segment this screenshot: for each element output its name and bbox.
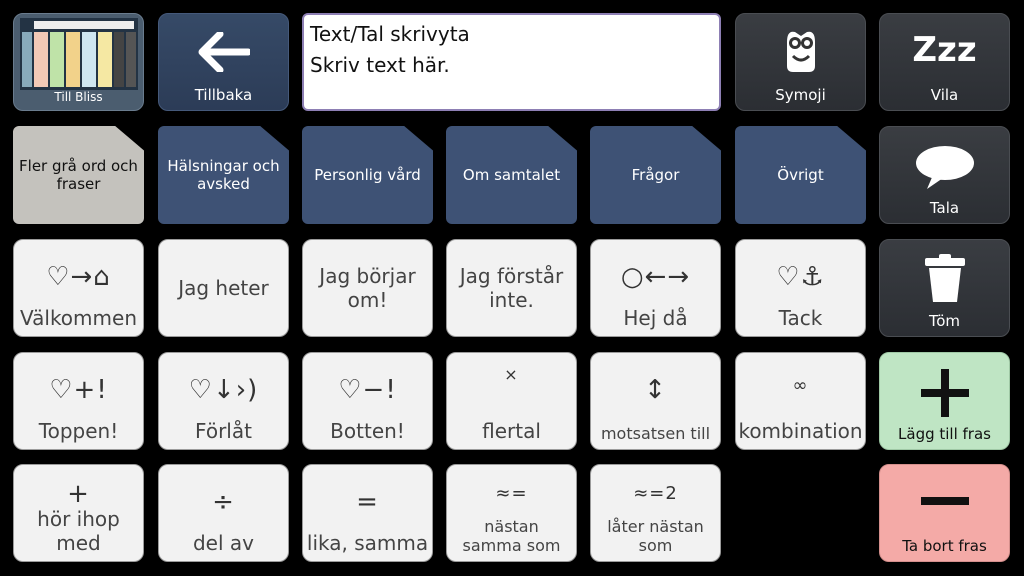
sleep-zzz-icon: Zzz [912,30,977,70]
phrase-jag-forstar-inte[interactable]: Jag förstår inte. [446,239,577,337]
folder-halsningar[interactable]: Hälsningar och avsked [158,126,289,224]
folder-personlig-vard[interactable]: Personlig vård [302,126,433,224]
plus-icon [880,369,1009,417]
bliss-symbol: ≈= [495,483,528,504]
vila-label: Vila [930,86,959,104]
phrase-tack[interactable]: ♡⚓ Tack [735,239,866,337]
bliss-symbol: ♡+! [49,375,108,405]
word-label: hör ihop med [37,507,120,555]
bliss-symbol: = [356,487,379,517]
symoji-button[interactable]: Symoji [735,13,866,111]
add-phrase-button[interactable]: Lägg till fras [879,352,1010,450]
till-bliss-button[interactable]: Till Bliss [13,13,144,111]
phrase-label: kombination [738,419,863,443]
speech-bubble-icon [880,145,1009,191]
tom-label: Töm [929,312,960,330]
text-input-area[interactable]: Text/Tal skrivyta Skriv text här. [302,13,721,111]
minus-icon [880,497,1009,507]
phrase-hej-da[interactable]: ○←→ Hej då [590,239,721,337]
folder-label: Personlig vård [314,166,421,184]
trash-can-icon [880,254,1009,304]
folder-label: Övrigt [777,166,824,184]
bliss-symbol: ÷ [212,487,235,517]
phrase-label: Toppen! [38,419,119,443]
word-lika-samma[interactable]: = lika, samma [302,464,433,562]
bliss-symbol: ♡⚓ [776,262,825,292]
bliss-symbol: ♡↓›) [188,375,259,405]
remove-phrase-label: Ta bort fras [902,537,987,555]
bliss-symbol: ↕ [644,375,667,405]
bliss-symbol: + [67,479,90,509]
textbox-title: Text/Tal skrivyta [310,22,470,46]
back-label: Tillbaka [194,86,253,104]
folder-fragor[interactable]: Frågor [590,126,721,224]
phrase-label: Hej då [623,306,688,330]
bliss-symbol: ≈=2 [633,483,678,504]
bliss-symbol: ○←→ [620,262,691,292]
word-label: låter nästan som [607,516,704,555]
word-hor-ihop-med[interactable]: + hör ihop med [13,464,144,562]
phrase-jag-borjar-om[interactable]: Jag börjar om! [302,239,433,337]
phrase-label: Jag heter [178,276,269,300]
vila-button[interactable]: Zzz Vila [879,13,1010,111]
phrase-toppen[interactable]: ♡+! Toppen! [13,352,144,450]
word-later-nastan-som[interactable]: ≈=2 låter nästan som [590,464,721,562]
word-label: lika, samma [306,531,429,555]
phrase-label: Välkommen [20,306,137,330]
folder-fler-gra-ord[interactable]: Fler grå ord och fraser [13,126,144,224]
phrase-forlat[interactable]: ♡↓›) Förlåt [158,352,289,450]
folder-ovrigt[interactable]: Övrigt [735,126,866,224]
tala-label: Tala [929,199,960,217]
phrase-label: motsatsen till [600,424,711,443]
folder-label: Om samtalet [462,166,561,184]
word-label: nästan samma som [462,516,561,555]
phrase-jag-heter[interactable]: Jag heter [158,239,289,337]
bliss-symbol: ♡−! [338,375,397,405]
phrase-label: Jag börjar om! [319,264,416,312]
phrase-botten[interactable]: ♡−! Botten! [302,352,433,450]
word-del-av[interactable]: ÷ del av [158,464,289,562]
bliss-board-thumbnail-icon [20,18,138,90]
textbox-placeholder: Skriv text här. [310,53,450,77]
tom-button[interactable]: Töm [879,239,1010,337]
add-phrase-label: Lägg till fras [898,425,991,443]
bliss-symbol: ♡→⌂ [46,262,111,292]
folder-label: Hälsningar och avsked [167,157,280,193]
arrow-left-icon [159,32,288,72]
symoji-label: Symoji [775,86,826,104]
phrase-motsatsen-till[interactable]: ↕ motsatsen till [590,352,721,450]
bliss-symbol: ∞ [792,375,809,396]
phrase-label: Förlåt [195,419,252,443]
tala-button[interactable]: Tala [879,126,1010,224]
back-button[interactable]: Tillbaka [158,13,289,111]
phrase-label: flertal [482,419,541,443]
bliss-symbol: × [504,365,519,384]
phrase-flertal[interactable]: × flertal [446,352,577,450]
remove-phrase-button[interactable]: Ta bort fras [879,464,1010,562]
phrase-label: Tack [778,306,823,330]
folder-om-samtalet[interactable]: Om samtalet [446,126,577,224]
folder-label: Fler grå ord och fraser [19,157,138,193]
phrase-label: Jag förstår inte. [459,264,564,312]
phrase-kombination[interactable]: ∞ kombination [735,352,866,450]
till-bliss-label: Till Bliss [54,90,103,104]
word-label: del av [192,531,254,555]
folder-label: Frågor [631,166,680,184]
symoji-owl-icon [736,28,865,74]
word-nastan-samma-som[interactable]: ≈= nästan samma som [446,464,577,562]
phrase-label: Botten! [330,419,405,443]
phrase-valkommen[interactable]: ♡→⌂ Välkommen [13,239,144,337]
